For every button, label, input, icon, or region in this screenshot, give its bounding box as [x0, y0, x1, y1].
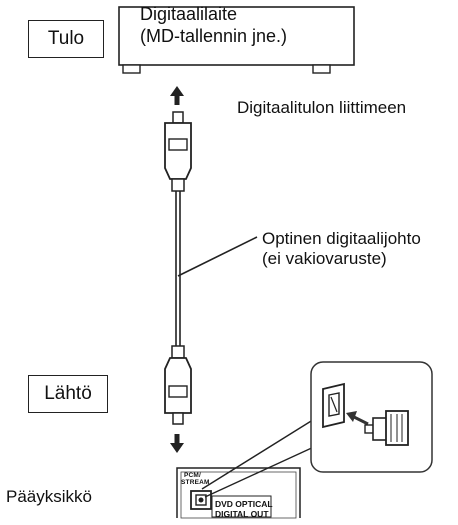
cable-leader-line: [177, 236, 258, 277]
input-connector-label: Digitaalitulon liittimeen: [237, 98, 407, 117]
jack-dvd-label-line2: DIGITAL OUT: [215, 509, 269, 519]
arrow-up-icon: [170, 86, 184, 105]
main-unit-panel: [176, 467, 301, 519]
jack-dvd-label-line1: DVD OPTICAL: [215, 499, 273, 509]
digital-device: [118, 6, 355, 74]
cable-label-line2: (ei vakiovaruste): [262, 249, 387, 268]
zoom-leader-line: [201, 417, 317, 490]
optical-plug-icon: [364, 410, 409, 446]
device-name-line2: (MD-tallennin jne.): [140, 26, 288, 46]
arrow-down-icon: [170, 434, 184, 453]
jack-pcm-label-line2: STREAM: [181, 479, 210, 486]
optical-plug-icon: [164, 111, 192, 192]
optical-jack-icon: [190, 490, 212, 510]
main-unit-label: Pääyksikkö: [6, 487, 92, 506]
optical-plug-icon: [164, 345, 192, 425]
output-label: Lähtö: [28, 375, 108, 413]
arrow-left-icon: [346, 411, 369, 426]
device-name-line1: Digitaalilaite: [140, 4, 238, 24]
detail-inset: [310, 361, 433, 473]
zoom-leader-line: [204, 445, 317, 498]
optical-jack-icon: [322, 382, 345, 429]
optical-cable: [175, 191, 181, 346]
cable-label-line1: Optinen digitaalijohto: [262, 229, 421, 248]
input-label: Tulo: [28, 20, 104, 58]
jack-pcm-label-line1: PCM/: [184, 472, 202, 479]
